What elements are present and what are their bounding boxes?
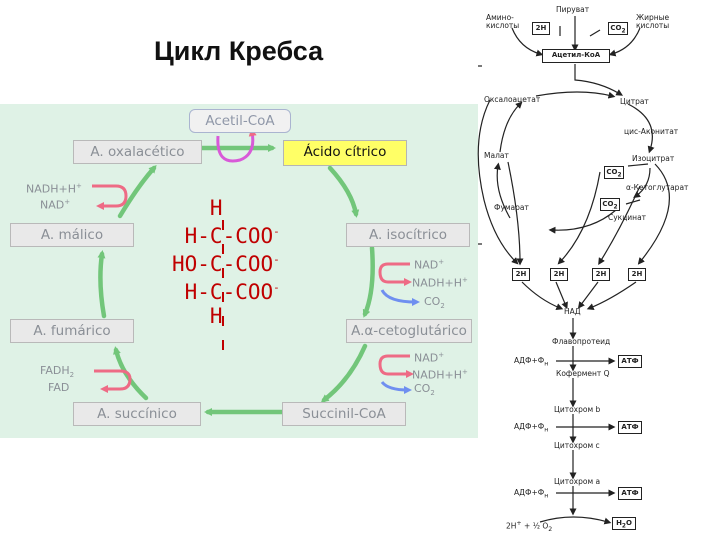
scheme-malat: Малат [484,151,509,160]
malico-box: A. málico [10,223,134,247]
scheme-2h-4: 2H [628,268,646,281]
arrow-malico-cofactor [92,184,128,210]
scheme-adf-1: АДФ+Фн [514,356,549,368]
scheme-cis-aconitat: цис-Аконитат [624,127,679,136]
succinil-coa-box: Succinil-CoA [282,402,406,426]
scheme-co2-top: CO2 [608,22,628,35]
scheme-coenzyme-q: Кофермент Q [556,369,610,378]
scheme-fumarat: Фумарат [494,203,529,212]
iso-co2-label: CO2 [424,295,445,311]
scheme-citrat: Цитрат [620,97,649,106]
scheme-final-reactants: 2H+ + ½ O2 [506,520,553,533]
iso-nadh-label: NADH+H+ [412,276,468,290]
malico-nad-label: NAD+ [40,198,71,212]
scheme-cyt-c: Цитохром c [554,441,600,450]
scheme-nad: НАД [564,307,581,316]
ceto-co2-label: CO2 [414,382,435,398]
acetyl-coa-box: Acetil-CoA [189,109,291,133]
arrow-succinico-to-fumarico [113,346,149,401]
fad-label: FAD [48,381,70,394]
scheme-adf-2: АДФ+Фн [514,422,549,434]
arrow-ceto-nadh [378,354,414,378]
citric-acid-box: Ácido cítrico [283,140,407,166]
scheme-2h-2: 2H [550,268,568,281]
scheme-h2o: H2O [612,517,636,530]
iso-nad-label: NAD+ [414,258,445,272]
arrow-iso-to-ceto [362,245,375,318]
citric-acid-formula: H H-C-COO- HO-C-COO- H-C-COO- H [172,196,280,328]
fumarico-box: A. fumárico [10,319,134,343]
scheme-co2-mid: CO2 [604,166,624,179]
scheme-cyt-b: Цитохром b [554,405,601,414]
succinico-box: A. succínico [73,402,201,426]
scheme-co2-low: CO2 [600,198,620,211]
scheme-2h-1: 2H [512,268,530,281]
ceto-nad-label: NAD+ [414,351,445,365]
scheme-atf-1: АТФ [618,355,642,368]
arrow-citric-to-iso [327,165,360,218]
scheme-flavoprotein: Флавопротеид [552,337,611,346]
arrow-fumarico-to-malico [97,250,107,319]
scheme-piruvat: Пируват [556,5,590,14]
arrow-ceto-to-succinil [320,343,368,403]
arrow-ceto-co2 [380,381,412,394]
scheme-2h-top: 2H [532,22,550,35]
scheme-suktsinat: Сукцинат [608,213,647,222]
arrow-iso-co2 [380,289,420,306]
isocitrico-box: A. isocítrico [346,223,470,247]
arrow-iso-nadh [378,262,412,286]
scheme-atf-2: АТФ [618,421,642,434]
scheme-adf-3: АДФ+Фн [514,488,549,500]
scheme-atf-3: АТФ [618,487,642,500]
scheme-acetyl-coa: Ацетил-КоА [542,49,610,63]
scheme-amino: Амино-кислоты [486,13,520,30]
page-title: Цикл Кребса [154,36,324,66]
scheme-oxaloacetat: Оксалоацетат [484,95,541,104]
arrow-malico-to-oxal [117,165,157,219]
cetoglutarico-box: A.α-cetoglutárico [346,319,472,343]
ceto-nadh-label: NADH+H+ [412,368,468,382]
fadh2-label: FADH2 [40,364,75,380]
scheme-2h-3: 2H [592,268,610,281]
scheme-isocitrat: Изоцитрат [632,154,675,163]
arrow-fad-cofactor [94,369,132,393]
arrow-acetyl-entry [216,128,257,163]
scheme-cyt-a: Цитохром a [554,477,601,486]
oxalacetico-box: A. oxalacético [73,140,202,164]
malico-nadh-label: NADH+H+ [26,182,82,196]
scheme-ketoglutarat: α-Кетоглутарат [626,183,689,192]
